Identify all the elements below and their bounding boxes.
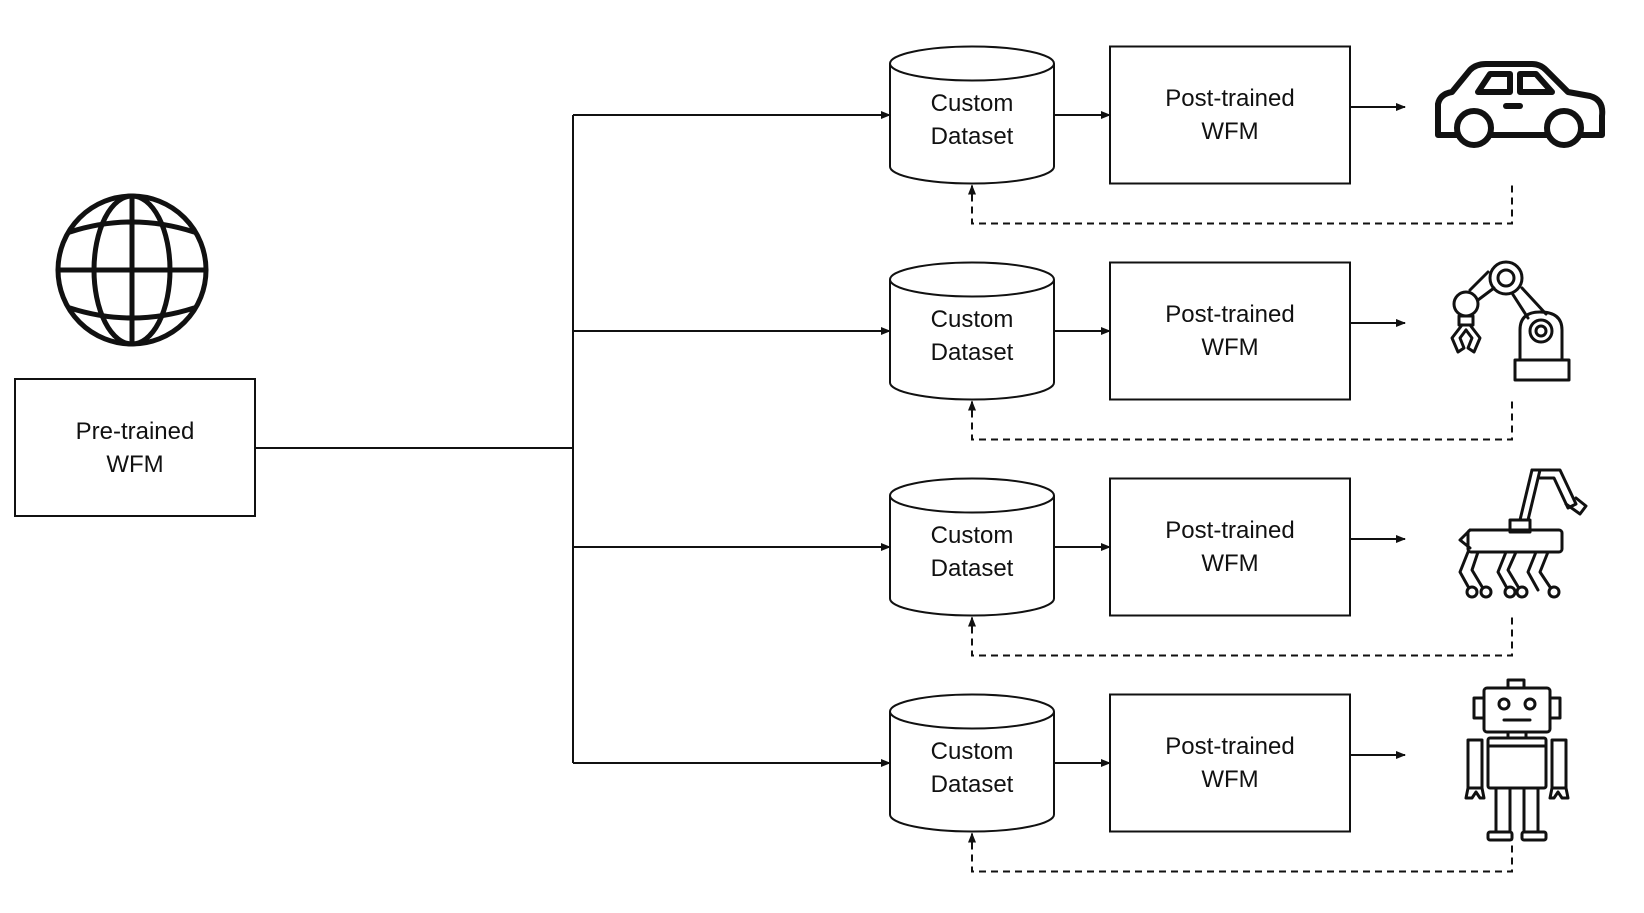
pretrained-label-line1: Pre-trained <box>75 417 195 445</box>
dataset-cylinder <box>889 45 1055 185</box>
robot-arm-icon <box>1450 260 1571 382</box>
posttrained-label-line1: Post-trained <box>1165 733 1295 760</box>
posttrained-label-line2: WFM <box>1201 766 1259 793</box>
posttrained-box <box>1109 693 1351 833</box>
quadruped-robot-icon <box>1458 468 1588 599</box>
dataset-label: Custom Dataset <box>890 57 1054 184</box>
posttrained-box <box>1109 45 1351 185</box>
branch-2 <box>573 261 1513 441</box>
globe-icon <box>55 193 209 347</box>
branch-1 <box>573 45 1513 225</box>
cylinder-body <box>889 711 1055 833</box>
posttrained-label-line1: Post-trained <box>1165 301 1295 328</box>
posttrained-label-line2: WFM <box>1201 550 1259 577</box>
pretrained-label-line2: WFM <box>106 450 164 478</box>
posttrained-label: Post-trained WFM <box>1110 263 1350 400</box>
cylinder-top <box>889 477 1055 514</box>
dataset-label-line2: Dataset <box>930 555 1014 582</box>
dataset-label-line2: Dataset <box>930 123 1014 150</box>
humanoid-robot-icon <box>1464 678 1570 842</box>
cylinder-top <box>889 693 1055 730</box>
dataset-cylinder <box>889 477 1055 617</box>
car-icon <box>1435 61 1606 148</box>
feedback-loop-arrow <box>968 184 1513 225</box>
dataset-label: Custom Dataset <box>890 273 1054 400</box>
posttrained-label: Post-trained WFM <box>1110 695 1350 832</box>
cylinder-body <box>889 279 1055 401</box>
feedback-loop-arrow <box>968 832 1513 873</box>
dataset-label-line2: Dataset <box>930 771 1014 798</box>
cylinder-top <box>889 45 1055 82</box>
dataset-cylinder <box>889 261 1055 401</box>
posttrained-label-line1: Post-trained <box>1165 85 1295 112</box>
dataset-cylinder <box>889 693 1055 833</box>
branch-3 <box>573 477 1513 657</box>
cylinder-body <box>889 495 1055 617</box>
dataset-label-line2: Dataset <box>930 339 1014 366</box>
posttrained-label: Post-trained WFM <box>1110 47 1350 184</box>
dataset-label-line1: Custom <box>930 522 1014 549</box>
dataset-label: Custom Dataset <box>890 489 1054 616</box>
posttrained-label-line2: WFM <box>1201 118 1259 145</box>
dataset-label-line1: Custom <box>930 306 1014 333</box>
dataset-label-line1: Custom <box>930 90 1014 117</box>
cylinder-top <box>889 261 1055 298</box>
feedback-loop-arrow <box>968 616 1513 657</box>
posttrained-box <box>1109 477 1351 617</box>
feedback-loop-arrow <box>968 400 1513 441</box>
pretrained-label: Pre-trained WFM <box>15 379 255 516</box>
cylinder-body <box>889 63 1055 185</box>
posttrained-box <box>1109 261 1351 401</box>
posttrained-label-line1: Post-trained <box>1165 517 1295 544</box>
posttrained-label-line2: WFM <box>1201 334 1259 361</box>
posttrained-label: Post-trained WFM <box>1110 479 1350 616</box>
dataset-label: Custom Dataset <box>890 705 1054 832</box>
dataset-label-line1: Custom <box>930 738 1014 765</box>
branch-4 <box>573 693 1513 873</box>
